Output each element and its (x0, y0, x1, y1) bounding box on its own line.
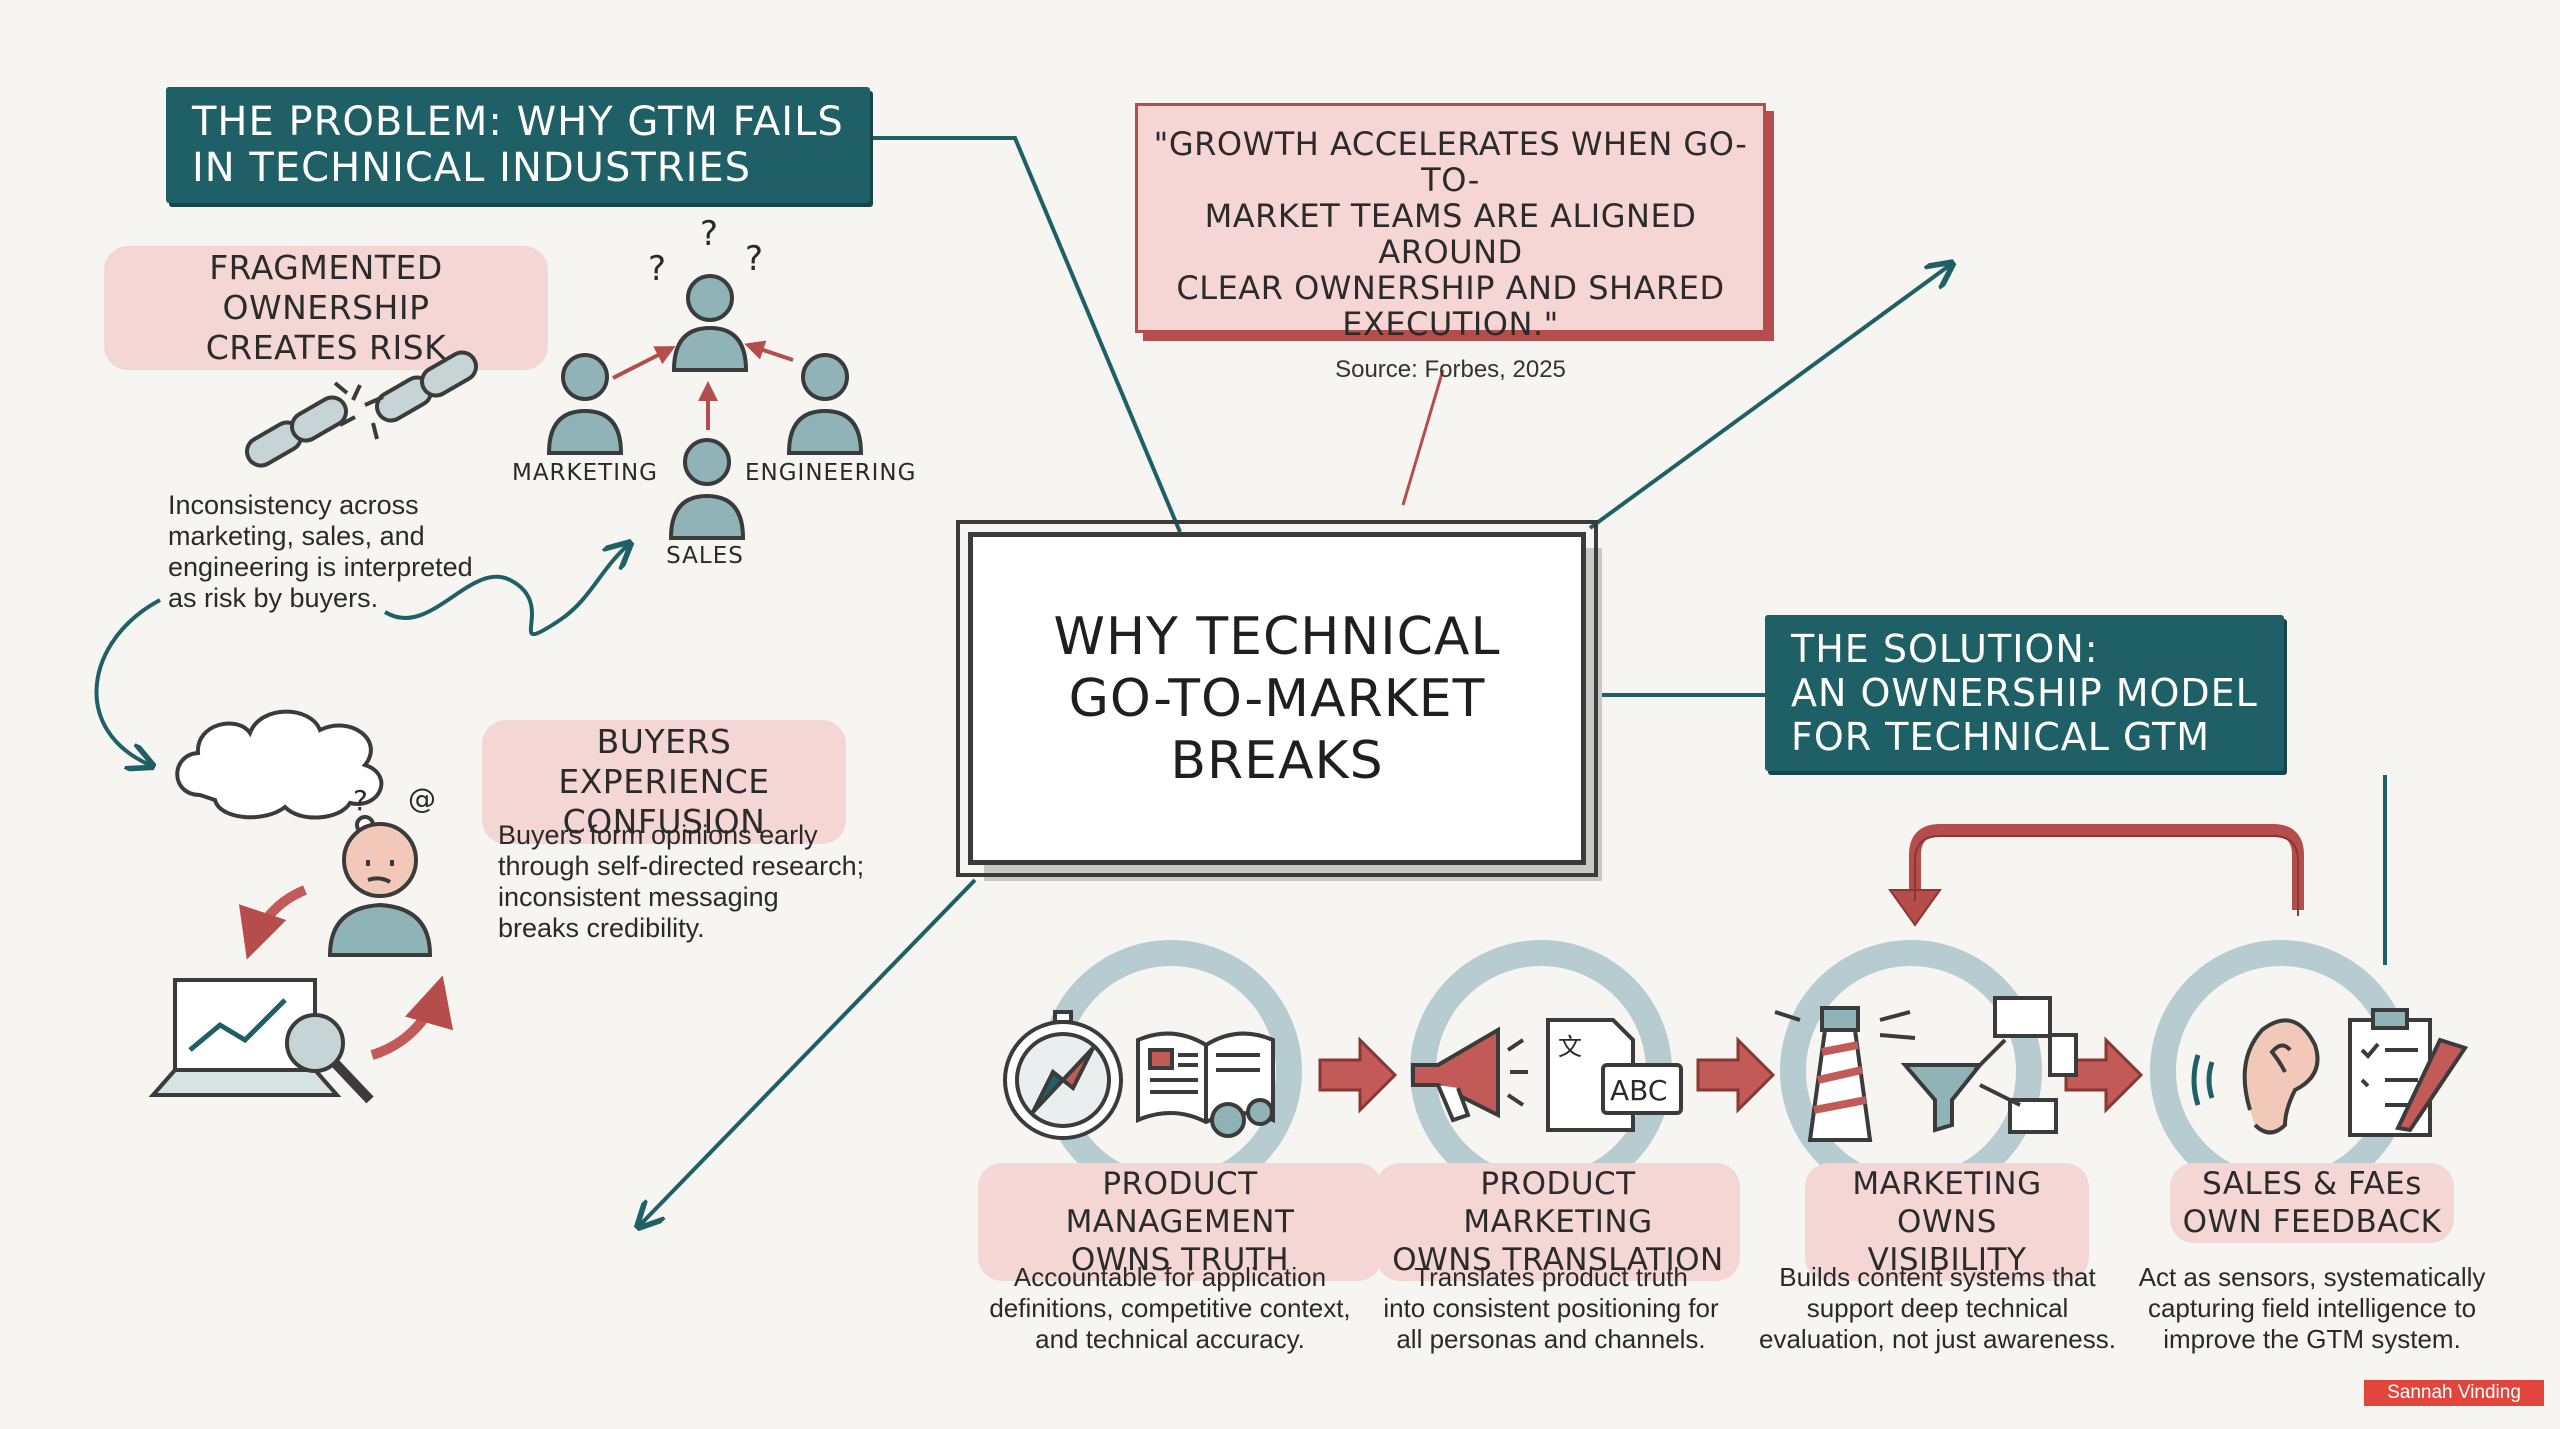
sales-label: SALES (666, 543, 744, 569)
arrow-bottom-left (640, 878, 977, 1225)
buyers-confusion-pill: BUYERS EXPERIENCE CONFUSION (482, 720, 846, 844)
stage-arrow-3 (2064, 1036, 2144, 1114)
solution-banner: THE SOLUTION: AN OWNERSHIP MODEL FOR TEC… (1765, 615, 2284, 771)
confusion-arrow-down (238, 885, 307, 960)
engineering-label: ENGINEERING (745, 460, 917, 486)
connector-problem (800, 136, 1182, 533)
svg-text:?: ? (648, 249, 666, 289)
svg-text:?: ? (353, 784, 368, 817)
broken-chain-icon (245, 350, 478, 468)
curve-arrow-left (94, 598, 161, 765)
stage-arrow-1 (1318, 1036, 1398, 1114)
ear-clipboard-icon (2191, 1008, 2469, 1137)
stage-3-title: MARKETING OWNS VISIBILITY (1805, 1163, 2089, 1281)
quote-text: "GROWTH ACCELERATES WHEN GO-TO- MARKET T… (1153, 125, 1748, 343)
marketing-label: MARKETING (511, 460, 659, 486)
compass-book-gears-icon (1003, 1010, 1275, 1140)
arrow-top-right (1588, 265, 1950, 530)
stage-arrow-2 (1696, 1036, 1776, 1114)
svg-text:@: @ (408, 782, 436, 815)
abc-label: ABC (1610, 1074, 1667, 1107)
quote-pointer (1401, 369, 1445, 506)
confusion-arrow-up (370, 975, 454, 1060)
svg-text:?: ? (700, 214, 718, 254)
confused-buyer-icon: ?@ (327, 782, 436, 957)
center-title-box: WHY TECHNICAL GO-TO-MARKET BREAKS (956, 520, 1598, 877)
confusion-description: Buyers form opinions early through self-… (498, 820, 865, 943)
stage-1-title: PRODUCT MANAGEMENT OWNS TRUTH (978, 1163, 1382, 1281)
squiggle-arrow (383, 545, 628, 637)
author-watermark: Sannah Vinding (2364, 1380, 2544, 1406)
team-arrow-right (744, 340, 794, 362)
stage-2-title: PRODUCT MARKETING OWNS TRANSLATION (1376, 1163, 1740, 1281)
megaphone-translate-icon: ABC 文 (1411, 1018, 1683, 1132)
svg-text:文: 文 (1558, 1033, 1582, 1061)
stage-4-title: SALES & FAEs OWN FEEDBACK (2170, 1163, 2454, 1243)
stage-4-text: Act as sensors, systematically capturing… (2138, 1262, 2486, 1354)
quote-box: "GROWTH ACCELERATES WHEN GO-TO- MARKET T… (1135, 103, 1766, 383)
fragmented-description: Inconsistency across marketing, sales, a… (168, 490, 473, 613)
engineering-person-icon (786, 353, 864, 455)
marketing-person-icon (546, 353, 624, 455)
feedback-loop-arrow (1909, 824, 2304, 910)
laptop-research-icon (148, 978, 374, 1104)
svg-text:?: ? (745, 239, 763, 279)
quote-source: Source: Forbes, 2025 (1335, 356, 1566, 383)
stage-1-text: Accountable for application definitions,… (989, 1262, 1351, 1354)
stage-2-text: Translates product truth into consistent… (1383, 1262, 1719, 1354)
team-arrow-left (612, 346, 676, 380)
confused-person-icon: ??? (648, 214, 763, 372)
lighthouse-funnel-devices-icon (1774, 996, 2078, 1142)
sales-person-icon (668, 438, 746, 540)
fragmented-ownership-pill: FRAGMENTED OWNERSHIP CREATES RISK (104, 246, 548, 370)
stage-3-text: Builds content systems that support deep… (1759, 1262, 2116, 1354)
center-title: WHY TECHNICAL GO-TO-MARKET BREAKS (1053, 606, 1501, 791)
problem-banner: THE PROBLEM: WHY GTM FAILS IN TECHNICAL … (166, 87, 870, 203)
